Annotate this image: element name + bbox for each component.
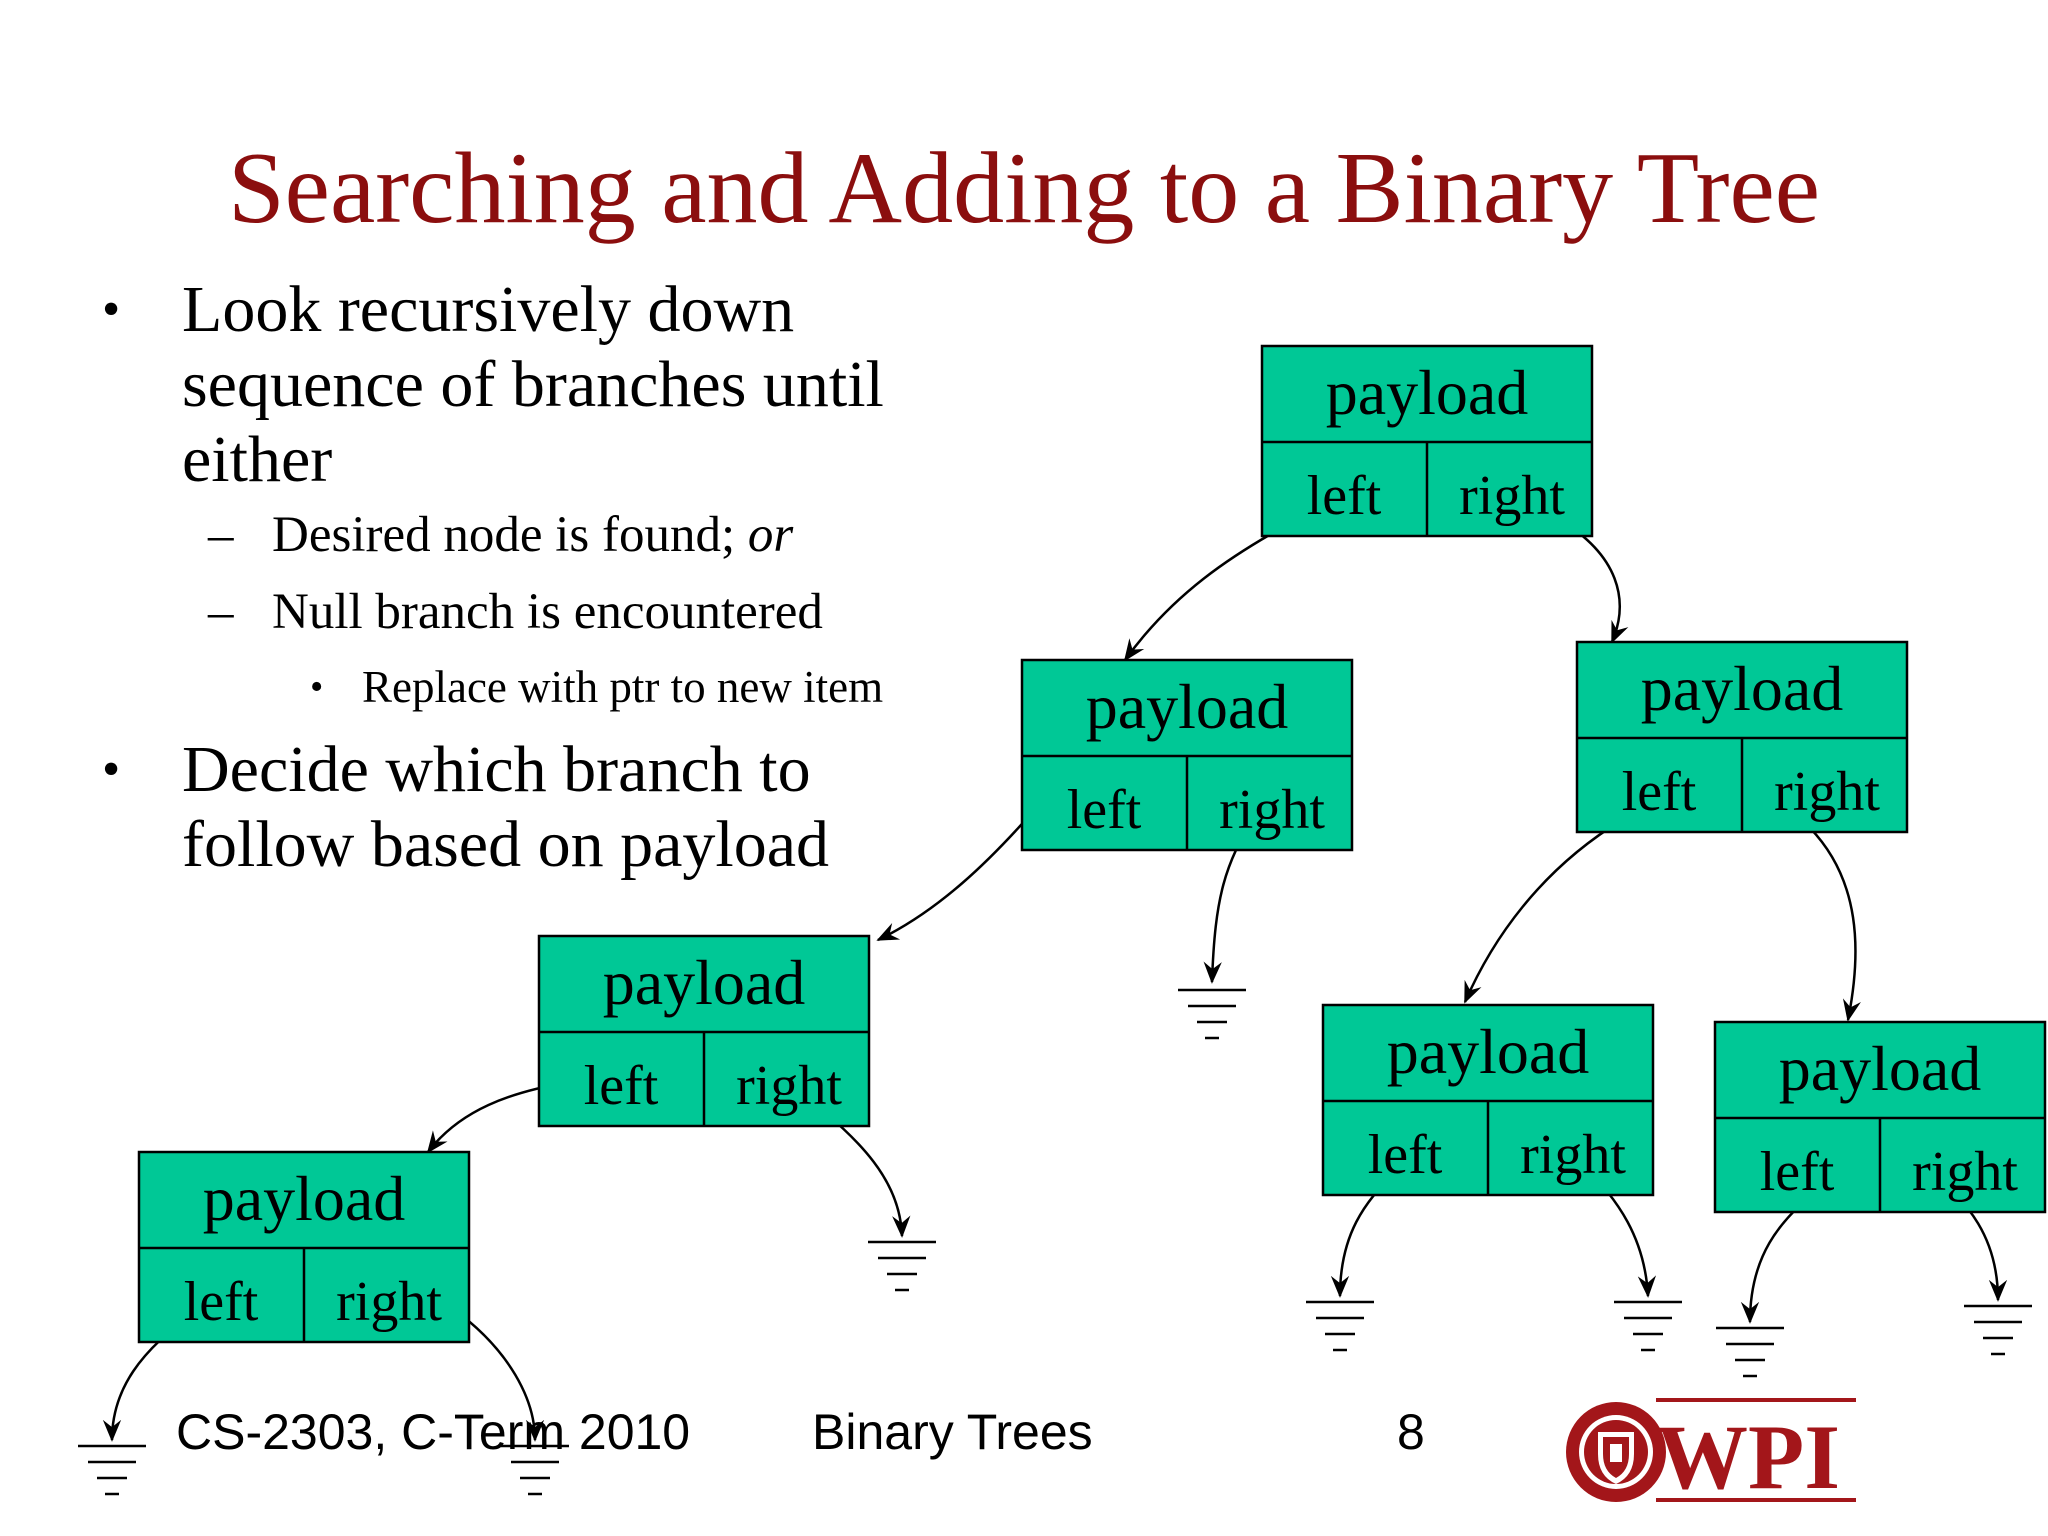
sub-sub-bullet-1: • Replace with ptr to new item	[100, 651, 1000, 724]
sub-bullet-1: – Desired node is found; or	[100, 497, 1000, 574]
null-ground-icon	[1614, 1300, 1682, 1352]
payload-label: payload	[1086, 671, 1289, 742]
payload-label: payload	[603, 947, 806, 1018]
pointer-arrow	[1559, 518, 1629, 644]
footer-topic: Binary Trees	[812, 1404, 1093, 1460]
left-pointer-label: left	[1760, 1141, 1835, 1203]
payload-label: payload	[203, 1163, 406, 1234]
footer-course: CS-2303, C-Term 2010	[176, 1404, 691, 1460]
pointer-arrow	[876, 814, 1031, 942]
bullet-1-line-3: either	[182, 423, 333, 496]
null-ground-icon	[868, 1240, 936, 1292]
tree-node: payload left right	[1321, 1003, 1655, 1197]
right-pointer-label: right	[1774, 761, 1880, 823]
null-terminators	[78, 988, 2032, 1496]
right-pointer-label: right	[736, 1055, 842, 1117]
pointer-arrow	[1463, 818, 1623, 1004]
tree-node: payload left right	[137, 1150, 471, 1344]
null-ground-icon	[1178, 988, 1246, 1040]
right-pointer-label: right	[1912, 1141, 2018, 1203]
sub-bullet-2: – Null branch is encountered	[100, 574, 1000, 651]
null-ground-icon	[1306, 1300, 1374, 1352]
dash-icon: –	[208, 584, 234, 640]
right-pointer-label: right	[336, 1271, 442, 1333]
bullet-1: • Look recursively down sequence of bran…	[100, 272, 1000, 497]
tree-node: payload left right	[1575, 640, 1909, 834]
bullet-list: • Look recursively down sequence of bran…	[100, 272, 1000, 882]
wpi-logo-text: WPI	[1656, 1406, 1840, 1508]
sub-bullet-1-text: Desired node is found;	[272, 507, 748, 563]
null-ground-icon	[78, 1444, 146, 1496]
payload-label: payload	[1641, 653, 1844, 724]
tree-node: payload left right	[1713, 1020, 2047, 1214]
left-pointer-label: left	[584, 1055, 659, 1117]
dash-icon: –	[208, 507, 234, 563]
sub-sub-bullet-1-text: Replace with ptr to new item	[362, 662, 884, 712]
left-pointer-label: left	[1067, 779, 1142, 841]
right-pointer-label: right	[1459, 465, 1565, 527]
pointer-arrow	[1809, 827, 1861, 1022]
bullet-1-line-2: sequence of branches until	[182, 348, 884, 421]
tree-node: payload left right	[1020, 658, 1354, 852]
wpi-logo: WPI	[1566, 1398, 1856, 1508]
footer-page-number: 8	[1397, 1404, 1425, 1460]
null-ground-icon	[501, 1444, 569, 1496]
left-pointer-label: left	[184, 1271, 259, 1333]
bullet-2-line-2: follow based on payload	[182, 808, 830, 881]
sub-bullet-1-emphasis: or	[747, 507, 794, 563]
payload-label: payload	[1779, 1033, 1982, 1104]
bullet-2: • Decide which branch to follow based on…	[100, 732, 1000, 882]
bullet-dot-icon: •	[102, 741, 121, 798]
bullet-2-line-1: Decide which branch to	[182, 733, 811, 806]
pointer-arrow	[451, 1306, 545, 1442]
tree-node: payload left right	[537, 934, 871, 1128]
tree-node: payload left right	[1260, 344, 1594, 538]
bullet-dot-icon: •	[102, 281, 121, 338]
payload-label: payload	[1326, 357, 1529, 428]
left-pointer-label: left	[1307, 465, 1382, 527]
left-pointer-label: left	[1622, 761, 1697, 823]
bullet-dot-icon: •	[310, 666, 324, 708]
pointer-arrow	[1123, 516, 1301, 662]
null-ground-icon	[1716, 1326, 1784, 1378]
wpi-seal-icon	[1566, 1402, 1666, 1502]
left-pointer-label: left	[1368, 1124, 1443, 1186]
bullet-1-line-1: Look recursively down	[182, 273, 795, 346]
right-pointer-label: right	[1520, 1124, 1626, 1186]
null-ground-icon	[1964, 1304, 2032, 1356]
sub-bullet-2-text: Null branch is encountered	[272, 584, 823, 640]
right-pointer-label: right	[1219, 779, 1325, 841]
payload-label: payload	[1387, 1016, 1590, 1087]
tree-nodes: payload left right payload left right payload l…	[137, 344, 2047, 1344]
slide-title: Searching and Adding to a Binary Tree	[227, 132, 1821, 245]
